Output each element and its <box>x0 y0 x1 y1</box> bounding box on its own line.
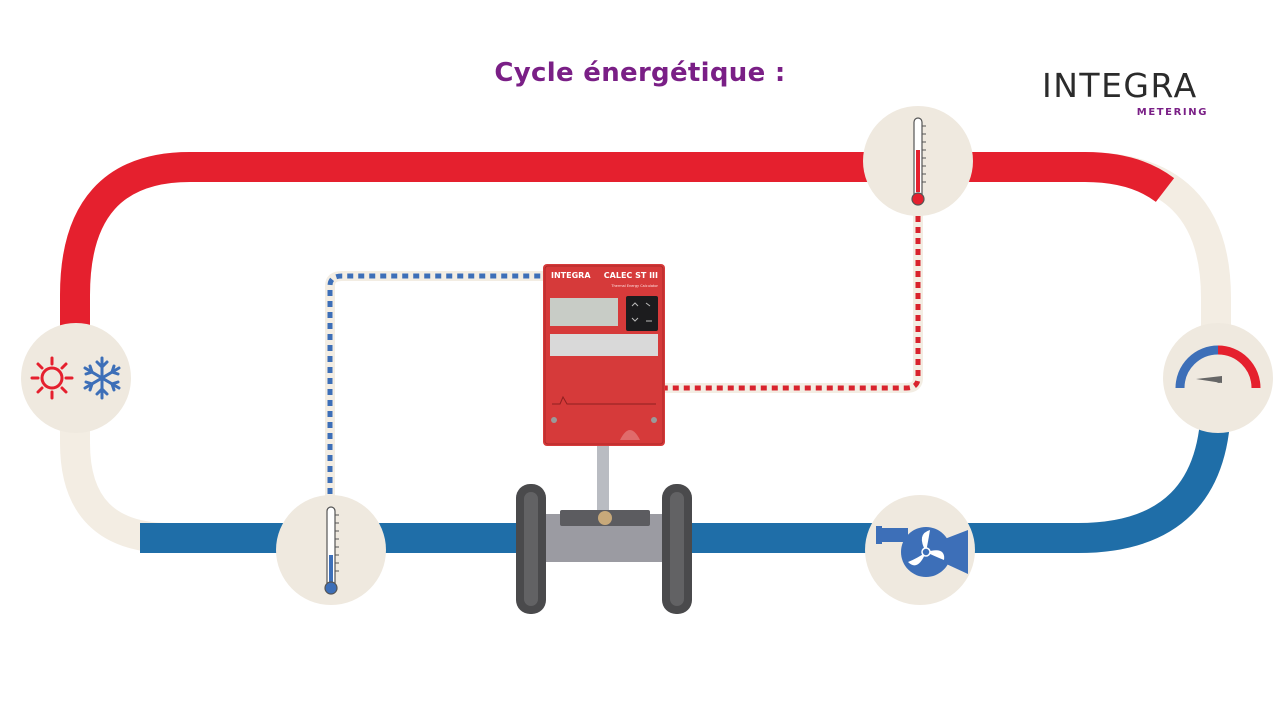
thermometer-icon <box>324 506 339 595</box>
device-model: CALEC ST III <box>604 271 658 280</box>
cold-signal-line-bg <box>325 271 545 505</box>
logo-name: INTEGRA <box>1042 66 1198 105</box>
sun-icon <box>30 356 74 400</box>
device-lcd <box>550 298 618 326</box>
snowflake-icon <box>83 356 121 400</box>
integra-logo: INTEGRA METERING <box>1040 66 1212 122</box>
device-subtitle: Thermal Energy Calculator <box>610 284 658 288</box>
cold-thermometer-node <box>276 495 386 605</box>
hot-thermometer-node <box>863 106 973 216</box>
flow-meter-icon <box>516 442 692 614</box>
calculator-device: INTEGRA CALEC ST III Thermal Energy Calc… <box>543 264 665 446</box>
gauge-icon <box>1175 345 1261 389</box>
device-keypad <box>626 296 658 331</box>
device-label-panel <box>550 334 658 356</box>
signal-lines <box>325 205 923 505</box>
device-brand: INTEGRA <box>551 271 591 280</box>
logo-subtitle: METERING <box>1136 107 1208 118</box>
cold-signal-line <box>327 273 545 505</box>
hot-pipe <box>60 152 1175 330</box>
gauge-node <box>1163 323 1273 433</box>
thermometer-icon <box>911 117 926 206</box>
pump-node <box>865 495 975 605</box>
hot-signal-line-bg <box>664 205 923 393</box>
pump-icon <box>876 526 968 577</box>
source-node <box>21 323 131 433</box>
hot-signal-line <box>664 205 921 391</box>
diagram-title: Cycle énergétique : <box>494 58 786 88</box>
